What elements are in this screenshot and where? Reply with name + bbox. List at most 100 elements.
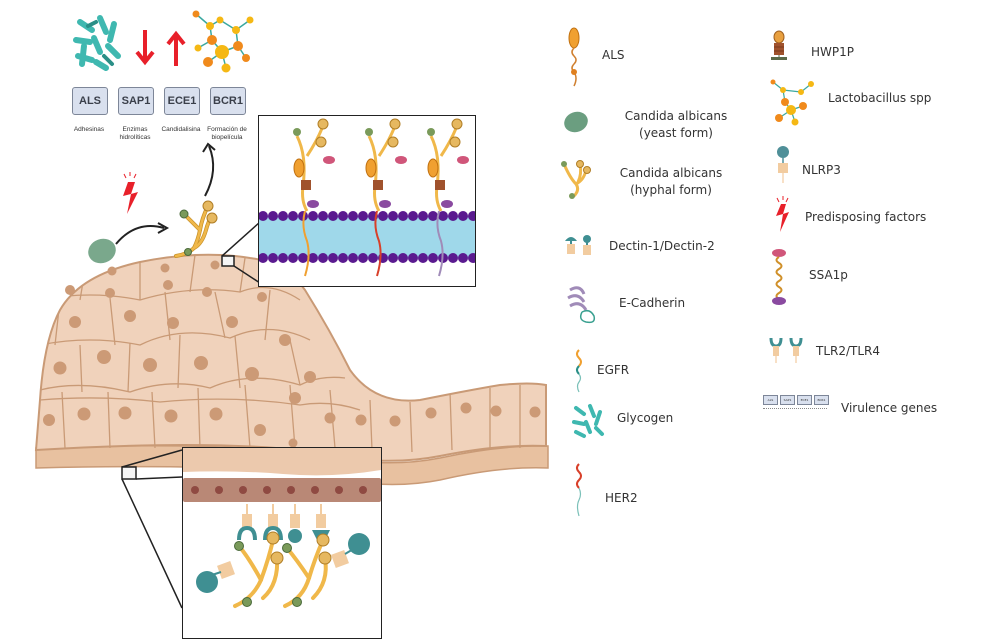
cell-nucleus (287, 486, 295, 494)
legend-label-hyphae: Candida albicans (hyphal form) (619, 166, 723, 197)
e-cadherin-icon (567, 286, 596, 324)
yeast-cell-icon (564, 111, 588, 133)
legend-label-egfr: EGFR (597, 363, 630, 377)
tlr-receptor-icon (769, 337, 803, 363)
lipid-head (468, 253, 475, 263)
lipid-head (338, 253, 348, 263)
zoom-connectors (121, 221, 261, 609)
gene-description: Formación de biopelícula (207, 126, 247, 141)
dectin-receptor-icon (565, 235, 591, 255)
mini-gene-captions (763, 408, 827, 411)
cell-nucleus (263, 486, 271, 494)
lipid-head (448, 253, 458, 263)
cell-nucleus (311, 486, 319, 494)
legend-label-predisposing: Predisposing factors (805, 210, 927, 224)
predisposing-factor-lightning-icon (123, 172, 138, 214)
lipid-head (348, 253, 358, 263)
legend-label-virulence-genes: Virulence genes (841, 401, 938, 415)
lipid-head (458, 253, 468, 263)
egfr-icon (576, 349, 582, 393)
legend-label-als: ALS (602, 48, 625, 62)
legend-label-lactobacillus: Lactobacillus spp (828, 91, 932, 105)
lipid-head (388, 211, 398, 221)
lipid-head (438, 211, 448, 221)
receptor-complex (293, 118, 335, 277)
lipid-head (388, 253, 398, 263)
her2-icon (576, 463, 582, 517)
gene-description: Enzimas hidrolíticas (119, 126, 151, 141)
lipid-head (328, 253, 338, 263)
cell-nucleus (359, 486, 367, 494)
lipid-head (338, 211, 348, 221)
gene-box-bcr1: BCR1 (210, 87, 246, 115)
lipid-head (378, 211, 388, 221)
lipid-head (418, 253, 428, 263)
yeast-cell-icon (88, 238, 116, 264)
mini-gene-box: BCR1 (814, 395, 829, 405)
cell-nucleus (335, 486, 343, 494)
lipid-head (428, 211, 438, 221)
virulence-genes-icon: ALS SAP1 ECE1 BCR1 (763, 395, 829, 415)
lipid-head (358, 211, 368, 221)
lactobacillus-icon (770, 79, 814, 126)
hwp1p-icon (771, 30, 787, 60)
lipid-head (288, 253, 298, 263)
receptor-complex (427, 118, 469, 277)
lipid-head (308, 211, 318, 221)
lipid-head (288, 211, 298, 221)
cell-nucleus (215, 486, 223, 494)
mini-gene-box: ECE1 (797, 395, 812, 405)
receptor-complex (293, 118, 469, 277)
increase-arrow-icon (166, 30, 186, 66)
hyphae-icon (174, 200, 218, 258)
lipid-head (328, 211, 338, 221)
ssa1p-icon (772, 249, 786, 305)
legend-label-dectin: Dectin-1/Dectin-2 (609, 239, 715, 253)
lipid-head (428, 253, 438, 263)
cell-nuclei (43, 260, 541, 448)
glycogen-icon (73, 15, 121, 71)
lipid-head (408, 211, 418, 221)
transition-arrow (115, 222, 170, 245)
lipid-head (278, 211, 288, 221)
lipid-head (398, 253, 408, 263)
lipid-head (278, 253, 288, 263)
legend-label-yeast: Candida albicans (yeast form) (624, 109, 728, 140)
mini-gene-box: ALS (763, 395, 778, 405)
hyphae-icon (561, 160, 591, 199)
legend-label-hwp1p: HWP1P (811, 45, 854, 59)
immune-receptor-scene (183, 448, 381, 608)
decrease-arrow-icon (135, 30, 155, 66)
lipid-head (259, 211, 268, 221)
lipid-head (308, 253, 318, 263)
upregulation-arrow (202, 142, 216, 197)
lipid-head (418, 211, 428, 221)
lightning-icon (776, 196, 789, 232)
gene-box-sap1: SAP1 (118, 87, 154, 115)
lipid-head (458, 211, 468, 221)
legend-label-her2: HER2 (605, 491, 638, 505)
legend-label-glycogen: Glycogen (617, 411, 674, 425)
legend-label-ssa1p: SSA1p (809, 268, 848, 282)
nlrp3-icon (777, 146, 789, 183)
receptor-complex (365, 118, 407, 277)
lipid-head (358, 253, 368, 263)
membrane-inset (258, 115, 476, 287)
als-protein-icon (568, 27, 580, 87)
gene-box-als: ALS (72, 87, 108, 115)
gene-description: Adhesinas (73, 126, 105, 133)
lipid-head (268, 253, 278, 263)
lipid-head (298, 253, 308, 263)
lipid-head (268, 211, 278, 221)
immune-receptor-inset (182, 447, 382, 639)
mini-gene-box: SAP1 (780, 395, 795, 405)
legend-label-nlrp3: NLRP3 (802, 163, 841, 177)
lipid-head (448, 211, 458, 221)
lipid-head (348, 211, 358, 221)
lipid-head (318, 253, 328, 263)
lactobacillus-icon (192, 10, 254, 73)
cell-nucleus (191, 486, 199, 494)
cell-nucleus (239, 486, 247, 494)
gene-box-ece1: ECE1 (164, 87, 200, 115)
lipid-bilayer (259, 118, 475, 277)
